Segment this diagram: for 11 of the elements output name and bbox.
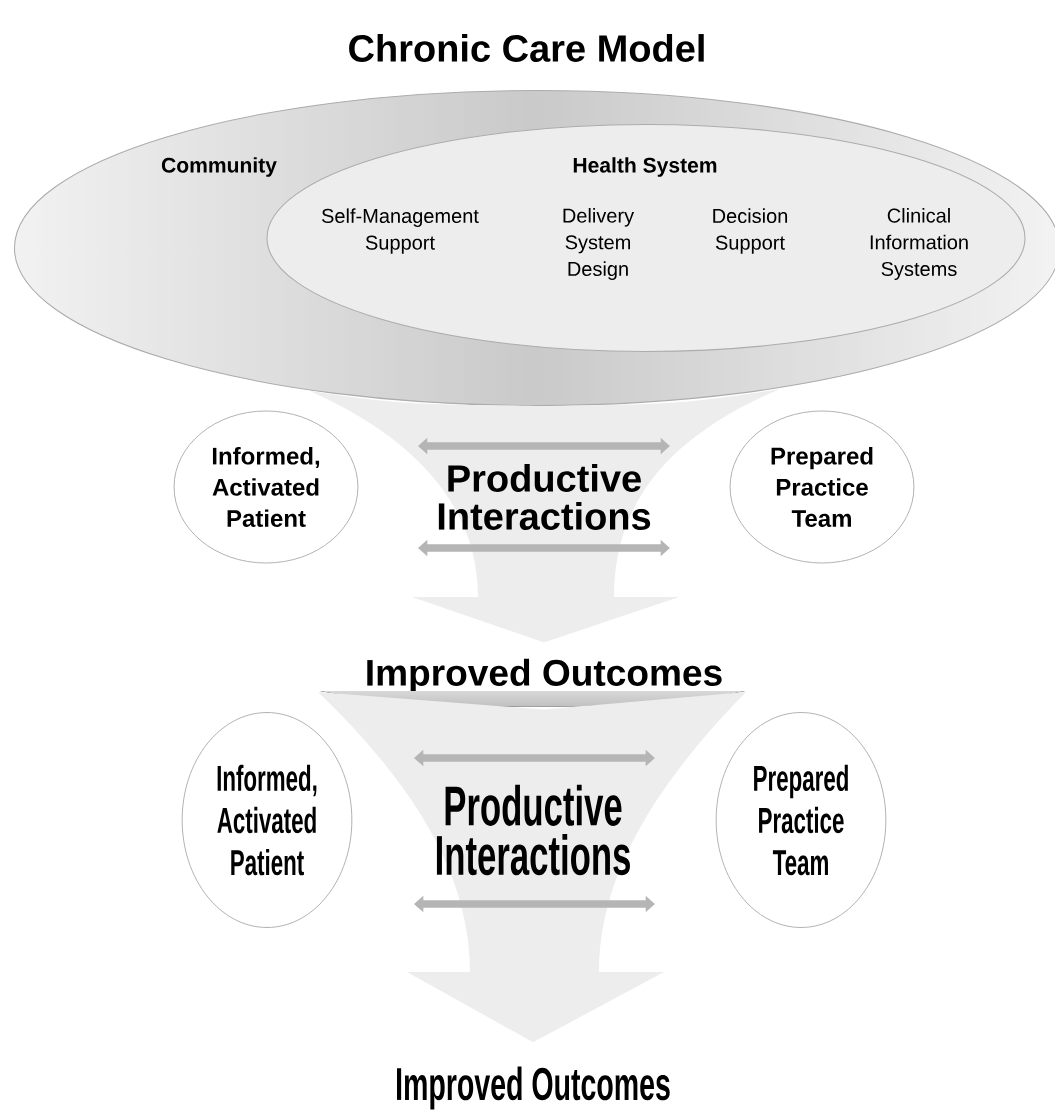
component-label: Clinical Information Systems [870, 208, 968, 280]
outcome-label: Improved Outcomes [367, 658, 722, 694]
center-label: Productive Interactions [436, 784, 630, 876]
title: Chronic Care Model [349, 34, 704, 62]
component-label: Delivery System Design [563, 208, 635, 280]
component-label: Self-Management Support [321, 208, 479, 254]
funnel-arrow [318, 692, 746, 1043]
funnel-arrow [310, 389, 780, 643]
component-label: Decision Support [713, 208, 788, 254]
center-label: Productive Interactions [438, 464, 651, 530]
outcome-label: Improved Outcomes [397, 1066, 670, 1110]
